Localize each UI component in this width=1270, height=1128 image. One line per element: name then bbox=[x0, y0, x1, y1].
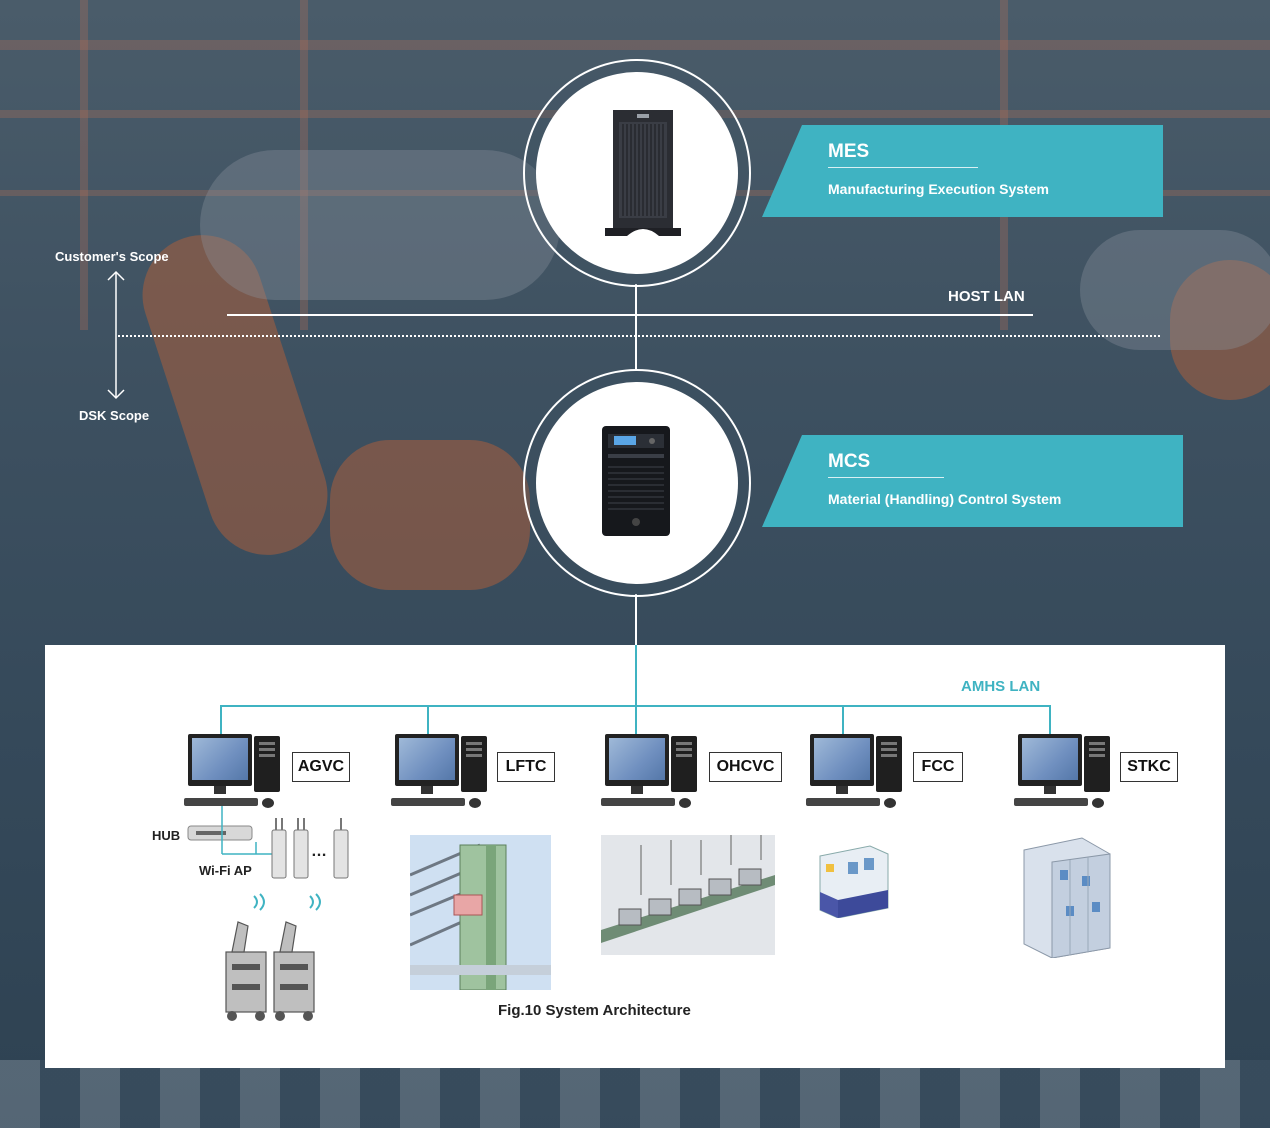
lftc-drop bbox=[427, 705, 429, 737]
stkc-label: STKC bbox=[1120, 752, 1178, 782]
agvc-drop bbox=[220, 705, 222, 737]
wifi-ap-label: Wi-Fi AP bbox=[199, 863, 252, 878]
mcs-subtitle: Material (Handling) Control System bbox=[828, 491, 1061, 507]
stkc-pc-icon bbox=[1018, 734, 1118, 814]
mcs-banner: MCS Material (Handling) Control System bbox=[762, 435, 1183, 527]
figure-caption: Fig.10 System Architecture bbox=[498, 1002, 691, 1019]
mes-title: MES bbox=[828, 141, 869, 163]
customer-scope-label: Customer's Scope bbox=[55, 249, 169, 264]
fcc-pc-icon bbox=[810, 734, 910, 814]
lftc-pc-icon bbox=[395, 734, 495, 814]
stocker-illustration bbox=[1022, 836, 1112, 958]
server-tower-icon bbox=[605, 110, 681, 236]
mes-mcs-connector bbox=[635, 284, 637, 370]
ohcvc-drop bbox=[635, 705, 637, 737]
hub-label: HUB bbox=[152, 828, 180, 843]
wifi-access-point-icon bbox=[264, 816, 354, 882]
scope-divider-dotted bbox=[118, 335, 1160, 337]
host-lan-line bbox=[227, 314, 1033, 316]
ap-ellipsis: … bbox=[311, 843, 327, 861]
dsk-scope-label: DSK Scope bbox=[79, 408, 149, 423]
fcc-cabinet-illustration bbox=[818, 838, 890, 918]
fcc-drop bbox=[842, 705, 844, 737]
mcs-title: MCS bbox=[828, 451, 870, 473]
overhead-conveyor-illustration bbox=[601, 835, 775, 955]
amhs-lan-label: AMHS LAN bbox=[961, 678, 1040, 695]
fcc-label: FCC bbox=[913, 752, 963, 782]
stkc-drop bbox=[1049, 705, 1051, 737]
mes-divider bbox=[828, 167, 978, 168]
mes-node bbox=[523, 59, 751, 287]
mcs-amhs-connector bbox=[635, 594, 637, 646]
lftc-label: LFTC bbox=[497, 752, 555, 782]
ohcvc-pc-icon bbox=[605, 734, 705, 814]
amhs-trunk-line bbox=[635, 645, 637, 706]
agvc-label: AGVC bbox=[292, 752, 350, 782]
mcs-node bbox=[523, 369, 751, 597]
lifter-illustration bbox=[410, 835, 551, 990]
mes-subtitle: Manufacturing Execution System bbox=[828, 181, 1049, 197]
ohcvc-label: OHCVC bbox=[709, 752, 782, 782]
mcs-divider bbox=[828, 477, 944, 478]
mes-banner: MES Manufacturing Execution System bbox=[762, 125, 1163, 217]
agvc-pc-icon bbox=[188, 734, 288, 814]
agv-robot-icon bbox=[218, 892, 328, 1024]
nas-server-icon bbox=[600, 426, 672, 538]
host-lan-label: HOST LAN bbox=[948, 288, 1025, 305]
